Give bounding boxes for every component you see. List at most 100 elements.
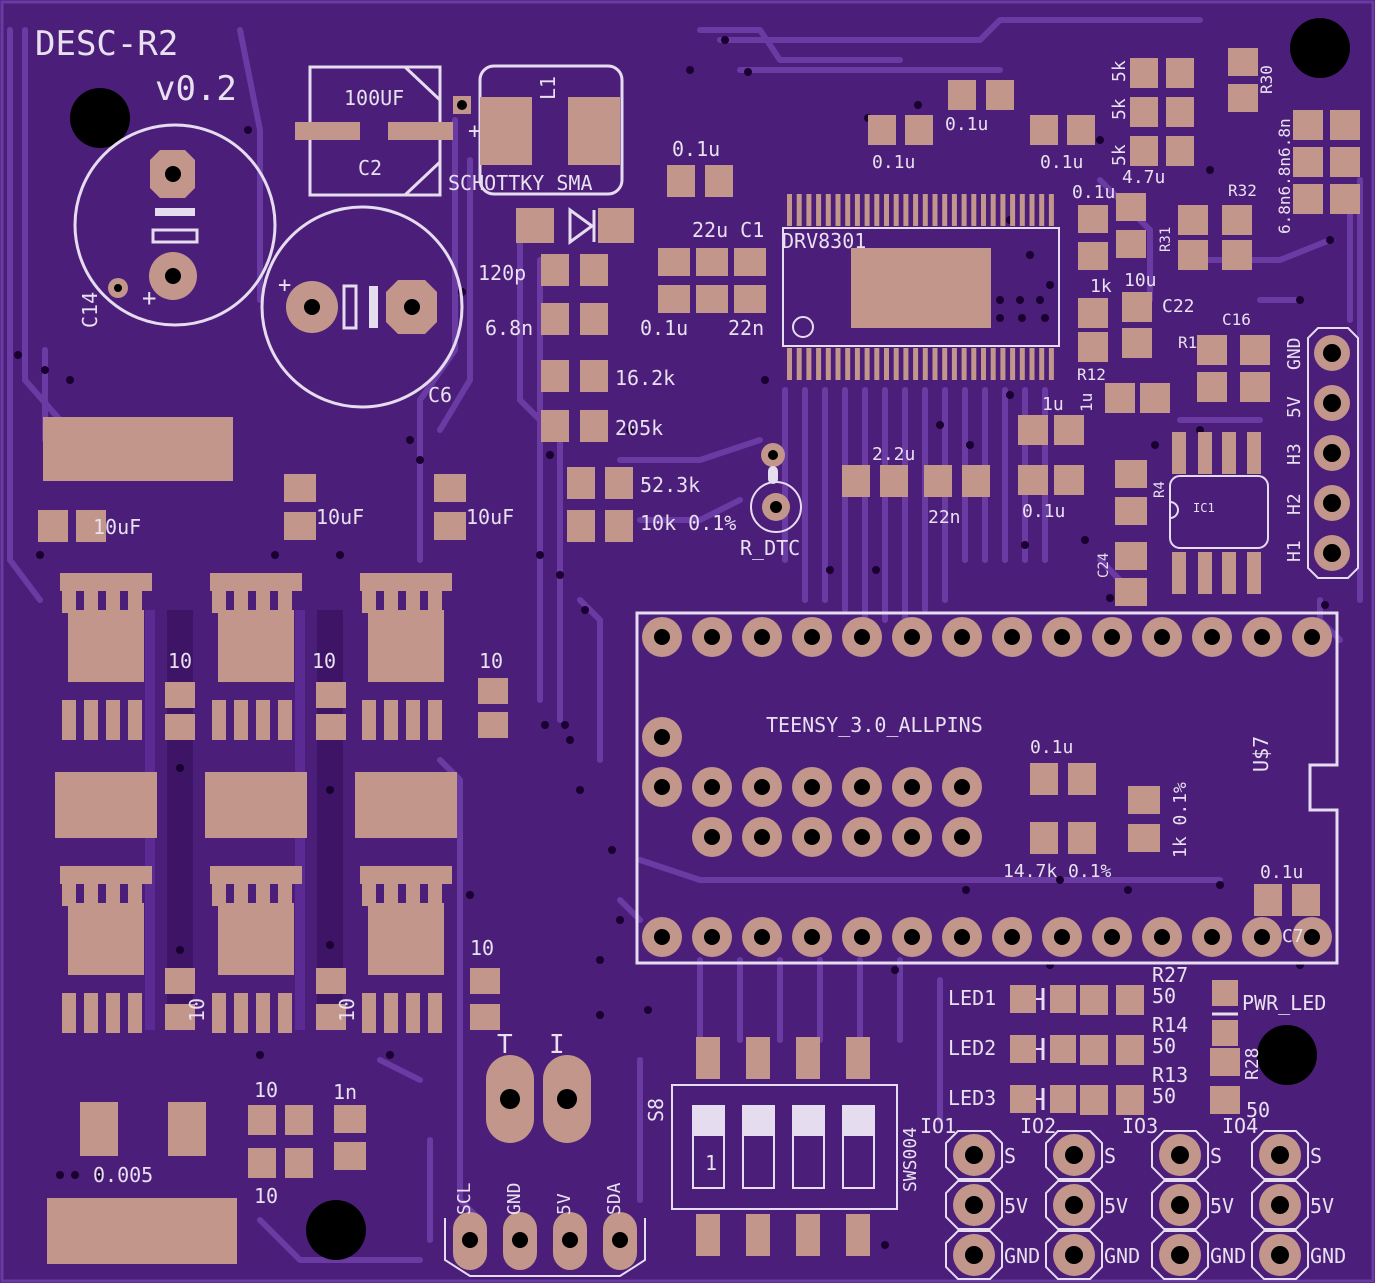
- value-52-3k: 52.3k: [640, 473, 700, 497]
- io-port-name: IO2: [1020, 1114, 1056, 1138]
- svg-text:100UF: 100UF: [344, 86, 404, 110]
- value-0-1u-c: 0.1u: [945, 114, 988, 135]
- mosfet-high-side: [60, 573, 152, 740]
- value-22n-a: 22n: [728, 316, 764, 340]
- mounting-holes: [70, 18, 1350, 1260]
- led-resistor-value: 50: [1152, 984, 1176, 1008]
- passives-top-right: [842, 48, 1360, 606]
- value-10-h: 10: [254, 1184, 278, 1208]
- dip-switch: [671, 1037, 898, 1256]
- svg-text:IC1: IC1: [1193, 501, 1215, 515]
- i2c-pin-sda: SDA: [604, 1182, 625, 1215]
- ref-r28: R28: [1242, 1047, 1263, 1080]
- value-10-a: 10: [168, 649, 192, 673]
- value-6-8n-row: 6.8n6.8n6.8n: [1275, 118, 1294, 234]
- power-pad: [43, 417, 233, 481]
- drv8301-chip: [782, 194, 1060, 380]
- value-0-1u-f: 0.1u: [1072, 182, 1115, 203]
- value-10u: 10u: [1124, 270, 1157, 291]
- ref-c7: C7: [1282, 926, 1304, 947]
- ref-c24: C24: [1096, 553, 1112, 578]
- teensy-ref: U$7: [1249, 736, 1273, 772]
- value-1u-a: 1u: [1042, 394, 1064, 415]
- value-10-g: 10: [254, 1078, 278, 1102]
- io-pin-label: 5V: [1104, 1194, 1128, 1218]
- svg-text:C14: C14: [78, 292, 102, 328]
- ref-c22: C22: [1162, 296, 1195, 317]
- value-10-e: 10: [185, 998, 209, 1022]
- i2c-pin-5v: 5V: [554, 1193, 575, 1215]
- drv8301-label: DRV8301: [782, 229, 866, 253]
- io-pin-label: 5V: [1004, 1194, 1028, 1218]
- ref-c16: C16: [1222, 310, 1251, 329]
- led-label: LED2: [948, 1036, 996, 1060]
- value-205k: 205k: [615, 416, 663, 440]
- ref-r31: R31: [1158, 227, 1174, 252]
- hall-pin-5v: 5V: [1284, 396, 1305, 418]
- power-led: [1210, 980, 1240, 1114]
- thermistor-current-pads: [486, 1055, 591, 1143]
- led-label: LED3: [948, 1086, 996, 1110]
- value-10k: 10k 0.1%: [640, 511, 736, 535]
- svg-text:L1: L1: [536, 76, 560, 100]
- pwr-led-label: PWR_LED: [1242, 991, 1326, 1015]
- value-1n: 1n: [333, 1080, 357, 1104]
- led-label: LED1: [948, 986, 996, 1010]
- teensy-side-passives: [1030, 763, 1320, 916]
- mosfet-high-side: [210, 573, 302, 740]
- hall-pin-h3: H3: [1284, 443, 1305, 465]
- mosfet-drain-pad: [55, 772, 157, 838]
- mounting-hole-icon: [1290, 18, 1350, 78]
- label-i: I: [549, 1030, 565, 1060]
- gate-resistors: [165, 678, 508, 1030]
- io-port-name: IO4: [1222, 1114, 1258, 1138]
- teensy-label: TEENSY_3.0_ALLPINS: [766, 713, 983, 737]
- hall-pin-h1: H1: [1284, 540, 1305, 562]
- io-pin-label: GND: [1104, 1244, 1140, 1268]
- io-pin-label: GND: [1210, 1244, 1246, 1268]
- i2c-pin-scl: SCL: [454, 1182, 475, 1215]
- value-16-2k: 16.2k: [615, 366, 675, 390]
- board-version: v0.2: [155, 69, 237, 109]
- c1-label: 22u C1: [692, 218, 764, 242]
- mosfet-low-side: [60, 866, 152, 1033]
- ref-sws004: SWS004: [900, 1127, 921, 1192]
- led-resistor-ref: R13: [1152, 1063, 1188, 1087]
- led-resistor-ref: R14: [1152, 1013, 1188, 1037]
- value-0-1u-d: 0.1u: [872, 152, 915, 173]
- value-0-1u-h: 0.1u: [1030, 737, 1073, 758]
- svg-text:+: +: [278, 273, 291, 298]
- ic1-chip: IC1: [1169, 432, 1269, 594]
- ref-r32: R32: [1228, 181, 1257, 200]
- led-resistor-ref: R27: [1152, 963, 1188, 987]
- capacitor-c2: + 100UF C2: [295, 65, 481, 197]
- capacitor-c6: + C6: [260, 205, 464, 409]
- mosfet-low-side: [360, 866, 452, 1033]
- value-r28: 50: [1246, 1098, 1270, 1122]
- svg-text:C2: C2: [358, 156, 382, 180]
- r-dtc-trimmer: [750, 443, 802, 533]
- value-10-f: 10: [335, 998, 359, 1022]
- value-14-7k: 14.7k 0.1%: [1003, 861, 1112, 882]
- svg-text:C6: C6: [428, 383, 452, 407]
- mosfet-low-side: [210, 866, 302, 1033]
- value-0-1u-b: 0.1u: [640, 316, 688, 340]
- mosfet-high-side: [360, 573, 452, 740]
- mounting-hole-icon: [70, 88, 130, 148]
- led-resistor-value: 50: [1152, 1084, 1176, 1108]
- value-5k-c: 5k: [1109, 144, 1130, 166]
- bulk-caps: [38, 474, 466, 542]
- diode-label: SCHOTTKY_SMA: [448, 171, 593, 195]
- value-1k-01: 1k 0.1%: [1170, 782, 1191, 858]
- mosfet-array: [55, 573, 457, 1033]
- mosfet-drain-pad: [355, 772, 457, 838]
- value-4-7u: 4.7u: [1122, 167, 1165, 188]
- hall-sensor-header: [1307, 327, 1359, 579]
- value-1u-b: 1u: [1077, 393, 1096, 412]
